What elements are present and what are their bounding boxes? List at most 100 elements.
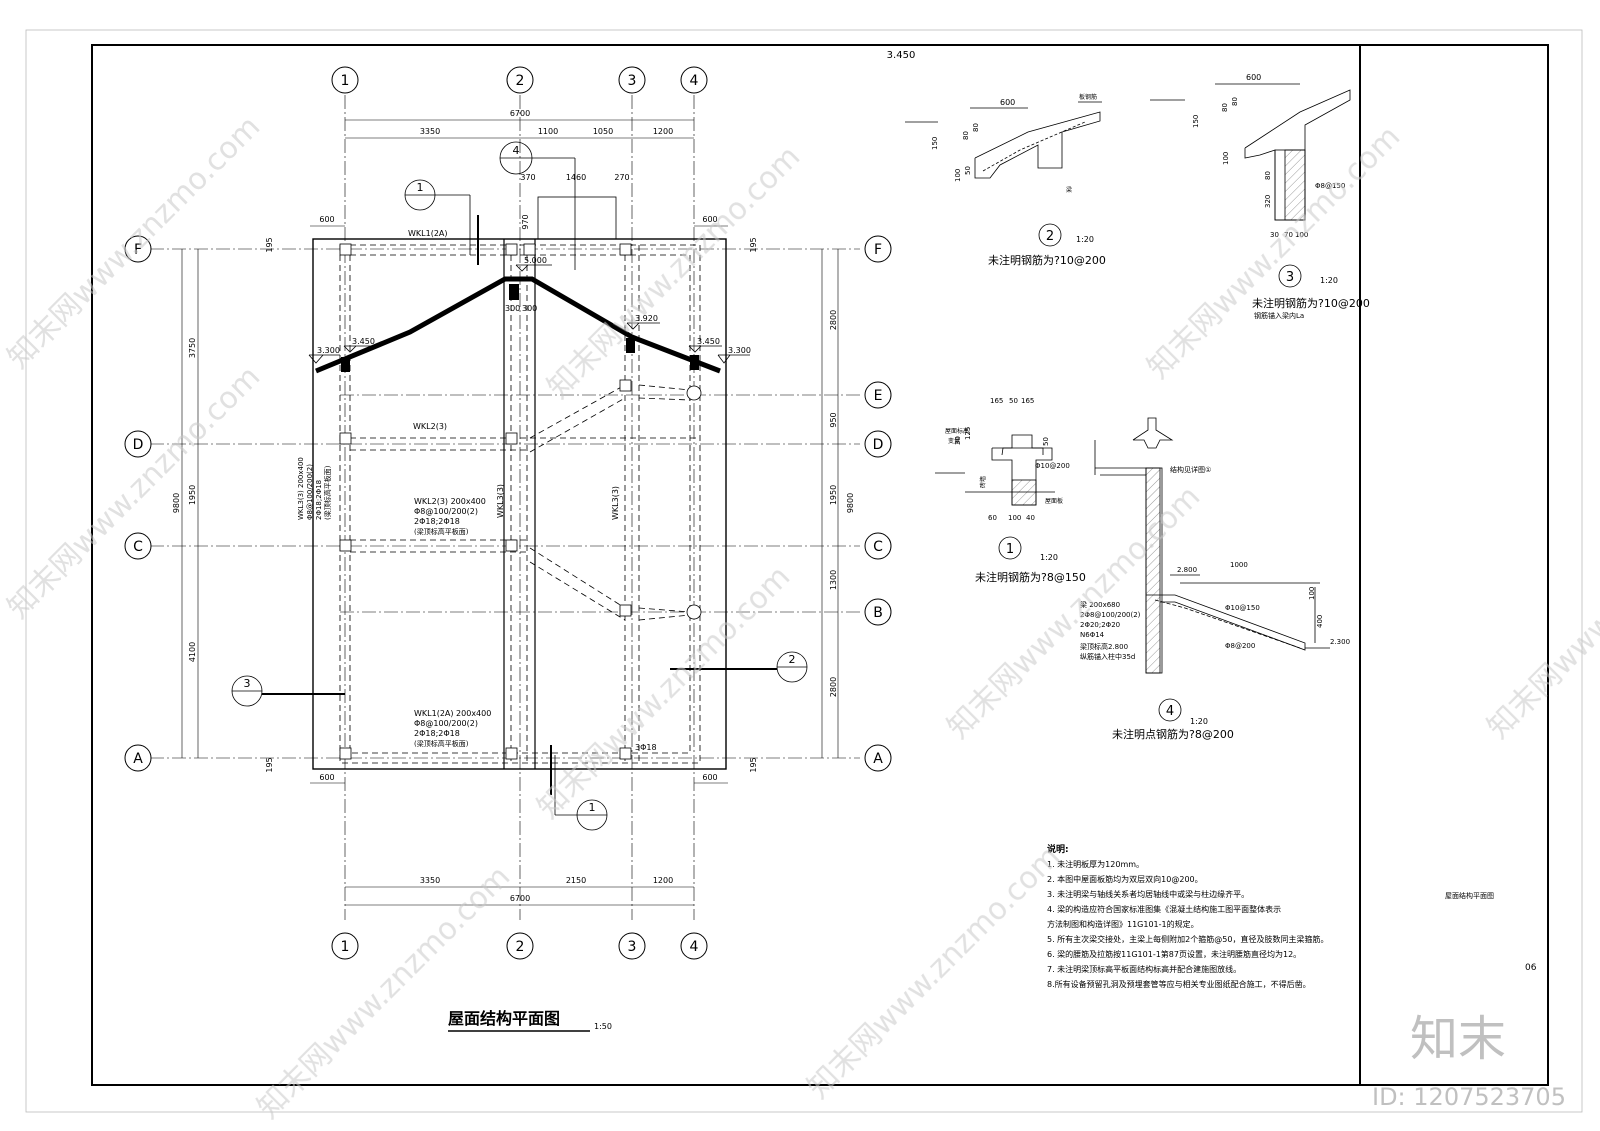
columns	[339, 243, 702, 760]
axis-label-B-right: B	[873, 605, 883, 621]
detail-1: 1 1:20 未注明钢筋为?8@150 165 50 165 Φ10@200 6…	[935, 397, 1086, 584]
dim-bottom-overhang-left: 600	[319, 773, 334, 782]
detail-1-bar: Φ10@200	[1035, 462, 1070, 470]
elevation-left-eave-b: 3.450	[352, 337, 375, 346]
detail-4-beam5: 梁顶标高2.800	[1080, 642, 1128, 651]
detail-4-note: 未注明点钢筋为?8@200	[1112, 727, 1234, 741]
detail-1-d165b: 165	[1021, 397, 1034, 405]
watermark-id: ID: 1207523705	[1372, 1083, 1566, 1111]
note-item: 6. 梁的腰筋及拉筋按11G101-1第87页设置，未注明腰筋直径均为12。	[1047, 949, 1301, 959]
detail-3-b70: 70	[1284, 231, 1293, 239]
elevation-right-eave-a: 3.450	[697, 337, 720, 346]
section-marker-1-top-num: 1	[417, 181, 424, 194]
plan-grid	[150, 95, 860, 920]
axis-label-E-right: E	[874, 388, 883, 404]
dim-top-overhang-right: 600	[702, 215, 717, 224]
detail-3-scale: 1:20	[1320, 276, 1338, 285]
beam-label-wkl3-mid: WKL3(3)	[496, 484, 505, 518]
main-border	[91, 44, 1549, 1086]
dim-top-overhang-left: 600	[319, 215, 334, 224]
detail-3-dim-80c: 80	[1264, 171, 1272, 180]
general-notes: 说明: 1. 未注明板厚为120mm。 2. 本图中屋面板筋均为双层双向10@2…	[1047, 843, 1328, 989]
beam-lines	[339, 244, 701, 764]
elevation-ridge: 5.000	[524, 256, 547, 265]
detail-1-label-slab: 屋面板	[1045, 497, 1063, 505]
dim-300-a: 300	[505, 304, 520, 313]
axis-label-2-top: 2	[516, 73, 525, 89]
svg-text:(梁顶标高平板面): (梁顶标高平板面)	[323, 465, 332, 520]
axis-label-4-bottom: 4	[690, 939, 699, 955]
detail-1-scale: 1:20	[1040, 553, 1058, 562]
note-item: 8.所有设备预留孔洞及预埋套管等应与相关专业图纸配合施工，不得后凿。	[1047, 979, 1311, 989]
detail-1-num: 1	[1006, 542, 1014, 557]
axis-label-F-right: F	[874, 242, 882, 258]
detail-1-label-change: 变量	[948, 437, 960, 445]
dim-970: 970	[521, 214, 530, 229]
dim-right-1950: 1950	[829, 485, 838, 505]
elevation-left-eave-a: 3.300	[317, 346, 340, 355]
axis-label-C-left: C	[133, 539, 143, 555]
note-item: 1. 未注明板厚为120mm。	[1047, 859, 1144, 869]
detail-2-dim-80b: 80	[972, 123, 980, 132]
dim-top-1100: 1100	[538, 127, 558, 136]
beam-label-wkl3-left: WKL3(3) 200x400 Φ8@100/200(2) 2Φ18;2Φ18 …	[297, 457, 332, 520]
axis-label-A-right: A	[873, 751, 883, 767]
dim-top-1460: 1460	[566, 173, 586, 182]
beam-label-wkl2: WKL2(3)	[413, 422, 447, 431]
dim-left-3750: 3750	[188, 338, 197, 358]
axis-label-2-bottom: 2	[516, 939, 525, 955]
detail-3-dim-320: 320	[1264, 195, 1272, 208]
dim-top-1200: 1200	[653, 127, 673, 136]
detail-3-dim-600: 600	[1246, 73, 1261, 82]
detail-3-dim-150: 150	[1192, 115, 1200, 128]
detail-1-label-wall: 砖墙	[979, 476, 987, 488]
note-item: 方法制图和构造详图》11G101-1的规定。	[1047, 919, 1199, 929]
detail-4-d1000: 1000	[1230, 561, 1248, 569]
section-marker-3	[231, 675, 345, 707]
svg-text:Φ8@100/200(2): Φ8@100/200(2)	[414, 507, 478, 516]
elevation-right-mid: 3.920	[635, 314, 658, 323]
axis-bubbles	[124, 66, 892, 960]
detail-1-d125: 125	[964, 427, 972, 440]
detail-4-bar2: Φ8@200	[1225, 642, 1255, 650]
detail-3-b100: 100	[1295, 231, 1308, 239]
detail-1-label-top: 屋面标高	[945, 427, 969, 435]
elevation-markers	[308, 264, 750, 364]
svg-text:知末网www.znzmo.com: 知末网www.znzmo.com	[1, 359, 267, 625]
detail-2-scale: 1:20	[1076, 235, 1094, 244]
detail-3-num: 3	[1286, 270, 1294, 285]
svg-text:WKL3(3) 200x400: WKL3(3) 200x400	[297, 457, 305, 520]
beam-label-wkl1-bottom: WKL1(2A) 200x400 Φ8@100/200(2) 2Φ18;2Φ18…	[414, 709, 491, 748]
detail-1-d165a: 165	[990, 397, 1003, 405]
svg-text:2Φ18;2Φ18: 2Φ18;2Φ18	[414, 729, 460, 738]
dim-left-4100: 4100	[188, 642, 197, 662]
dim-right-edge-bottom: 195	[749, 757, 758, 772]
detail-1-d50b: 50	[1042, 437, 1050, 446]
elevation-right-eave-b: 3.300	[728, 346, 751, 355]
dim-bottom-2150: 2150	[566, 876, 586, 885]
axis-label-4-top: 4	[690, 73, 699, 89]
axis-label-3-top: 3	[628, 73, 637, 89]
note-item: 5. 所有主次梁交接处，主梁上每侧附加2个箍筋@50，直径及肢数同主梁箍筋。	[1047, 934, 1328, 944]
note-item: 2. 本图中屋面板筋均为双层双向10@200。	[1047, 874, 1203, 884]
ridge-posts	[341, 284, 699, 372]
svg-text:知末网www.znzmo.com: 知末网www.znzmo.com	[1, 109, 267, 375]
detail-4-beam2: 2Φ8@100/200(2)	[1080, 611, 1141, 619]
dim-left-total: 9800	[172, 493, 181, 513]
dim-right-2800-bottom: 2800	[829, 677, 838, 697]
note-item: 7. 未注明梁顶标高平板面结构标高并配合建施图放线。	[1047, 964, 1241, 974]
svg-text:WKL2(3) 200x400: WKL2(3) 200x400	[414, 497, 486, 506]
detail-3-note2: 钢筋锚入梁内La	[1254, 311, 1304, 320]
svg-text:Φ8@100/200(2): Φ8@100/200(2)	[414, 719, 478, 728]
svg-text:(梁顶标高平板面): (梁顶标高平板面)	[414, 739, 469, 748]
roof-opening	[537, 196, 617, 240]
note-item: 4. 梁的构造应符合国家标准图集《混凝土结构施工图平面整体表示	[1047, 904, 1281, 914]
section-marker-3-num: 3	[244, 677, 251, 690]
detail-3-b30: 30	[1270, 231, 1279, 239]
svg-text:WKL1(2A) 200x400: WKL1(2A) 200x400	[414, 709, 491, 718]
dim-right-edge-top: 195	[749, 237, 758, 252]
dimension-lines	[181, 119, 839, 906]
detail-4-num: 4	[1166, 704, 1174, 719]
detail-4-bar1: Φ10@150	[1225, 604, 1260, 612]
